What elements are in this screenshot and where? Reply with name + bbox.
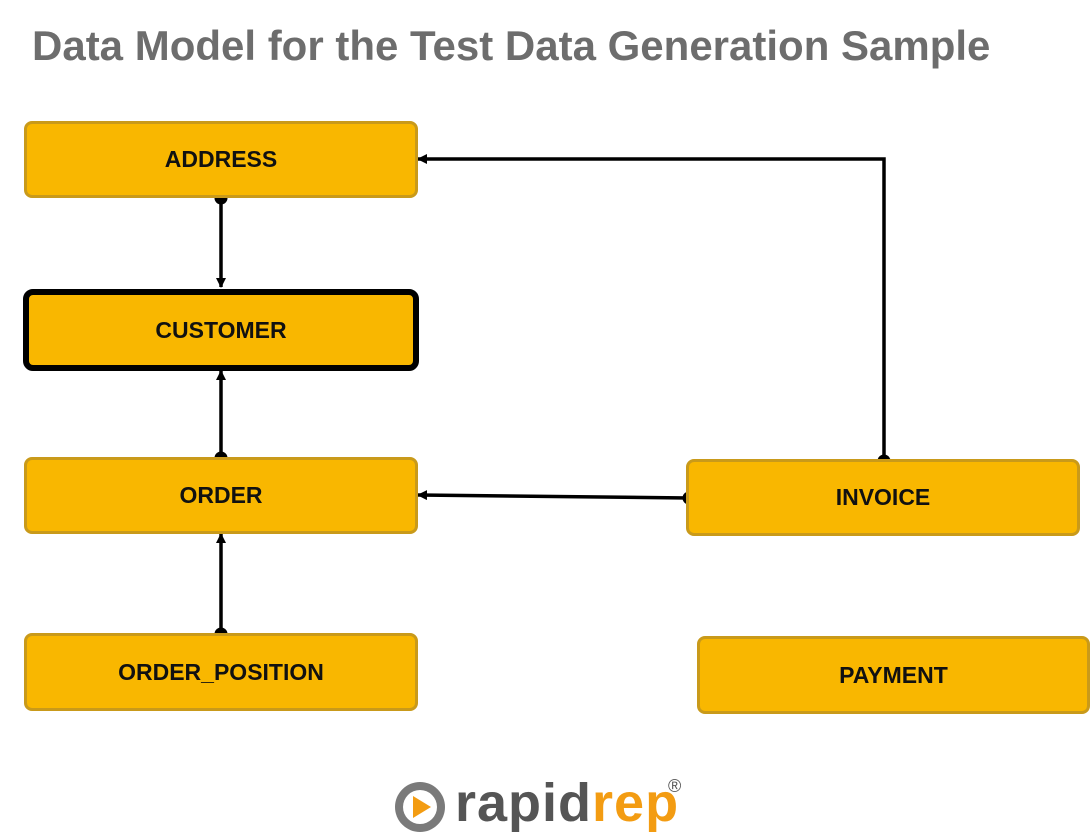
entity-customer[interactable]: CUSTOMER xyxy=(23,289,419,371)
entity-payment[interactable]: PAYMENT xyxy=(697,636,1090,714)
entity-address-label: ADDRESS xyxy=(164,146,278,172)
relation-order-customer xyxy=(214,370,228,465)
logo-wordmark: rapidrep xyxy=(455,770,679,836)
entity-invoice[interactable]: INVOICE xyxy=(686,459,1080,536)
entity-payment-label: PAYMENT xyxy=(839,661,948,688)
entity-customer-label: CUSTOMER xyxy=(155,316,287,343)
relation-address-customer xyxy=(214,191,228,288)
entity-address[interactable]: ADDRESS xyxy=(24,121,418,198)
play-circle-icon xyxy=(395,782,445,832)
logo-text-rep: rep xyxy=(592,773,680,833)
logo-text-rapid: rapid xyxy=(455,773,593,833)
entity-order-position[interactable]: ORDER_POSITION xyxy=(24,633,418,711)
entity-order[interactable]: ORDER xyxy=(24,457,418,534)
rapidrep-logo: rapidrep ® xyxy=(393,770,693,836)
entity-order-label: ORDER xyxy=(179,482,263,508)
relation-invoice-order xyxy=(417,490,696,505)
page-title: Data Model for the Test Data Generation … xyxy=(32,22,991,69)
relation-invoice-address xyxy=(417,154,891,468)
entity-invoice-label: INVOICE xyxy=(835,484,931,510)
registered-mark: ® xyxy=(668,776,682,796)
relation-orderposition-order xyxy=(214,533,228,641)
entity-order-position-label: ORDER_POSITION xyxy=(118,658,324,685)
